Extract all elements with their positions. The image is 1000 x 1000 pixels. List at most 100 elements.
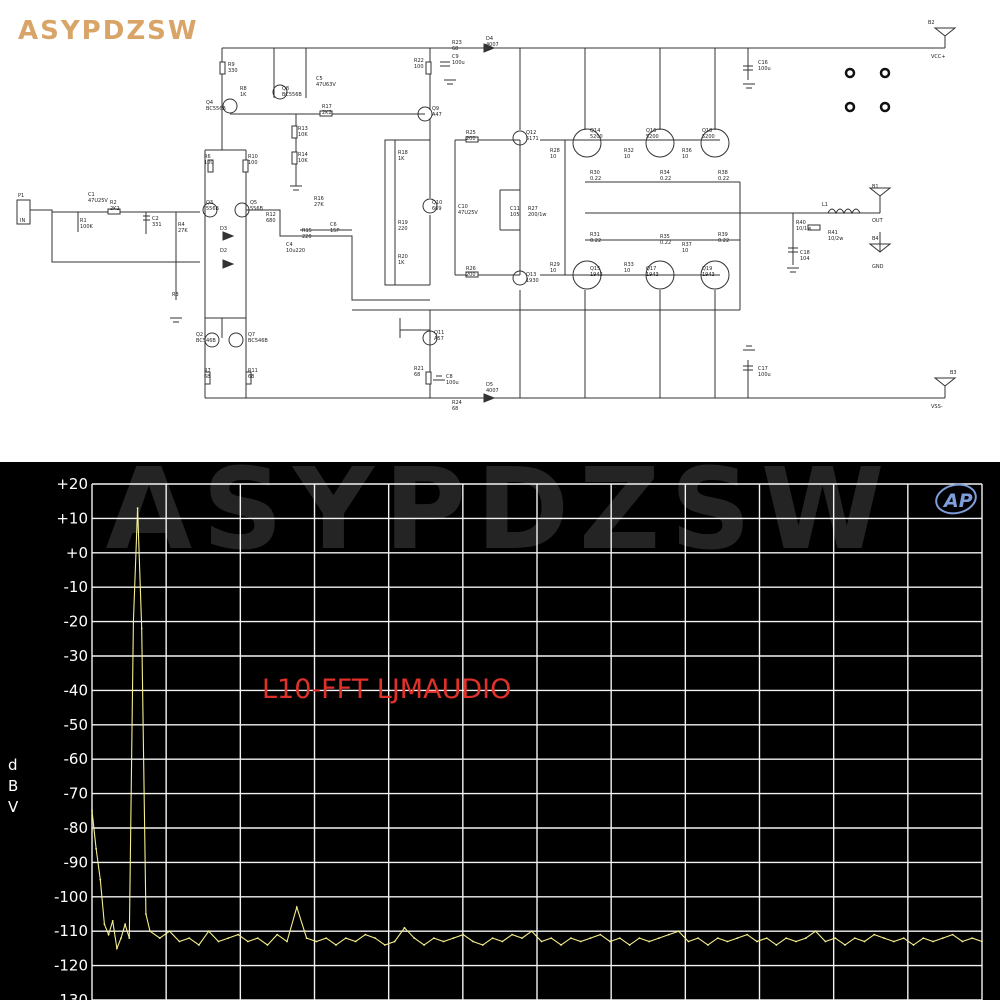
component-ref: R25 [466,130,476,136]
component-ref: R39 [718,232,728,238]
component-value: BC556B [282,92,302,98]
component-ref: C9 [452,54,459,60]
fft-point [116,947,118,950]
component-value: 10 [624,154,630,160]
fft-point [384,944,386,946]
component-ref: C11 [510,206,520,212]
component-value: 68 [452,406,458,412]
fft-point [198,944,200,946]
component-value: 4007 [486,42,499,48]
gnd-label: GND [872,264,884,270]
component-ref: R33 [624,262,634,268]
component-value: 10 [550,268,556,274]
vcc-label: VCC+ [931,54,946,60]
component-ref: C1 [88,192,95,198]
component-ref: C5 [316,76,323,82]
component-value: 47U25V [458,210,478,216]
component-ref: Q5 [250,200,257,206]
component-value: 68 [204,374,210,380]
component-ref: R28 [550,148,560,154]
fft-point [981,940,983,943]
y-tick-label: -100 [54,888,88,906]
component-value: 27K [314,202,324,208]
fft-point [305,937,308,939]
component-value: BC556B [206,106,226,112]
fft-point [344,937,347,939]
fft-y-ticks: +20+10+0-10-20-30-40-50-60-70-80-90-100-… [54,475,88,1000]
component-value: 2K2 [322,110,332,116]
component-value: 0.22 [718,176,729,182]
fft-point [472,940,474,943]
component-ref: Q13 [526,272,536,278]
y-tick-label: -50 [64,716,89,734]
fft-point [922,937,925,939]
component-value: 5200 [590,134,603,140]
fft-point [785,937,788,939]
ap-logo-text: AP [942,490,973,512]
component-ref: Q8 [282,86,289,92]
component-value: BC546B [248,338,268,344]
y-tick-label: -110 [54,922,88,940]
component-value: 669 [432,206,442,212]
fft-point [824,940,827,943]
component-value: 100 [248,160,258,166]
fft-point [707,944,709,946]
fft-point [266,944,269,946]
component-ref: C4 [286,242,293,248]
component-ref: R20 [398,254,408,260]
component-value: 1943 [702,272,715,278]
y-axis-label-char: V [8,798,19,816]
fft-point [941,937,944,939]
component-value: 100K [80,224,94,230]
component-ref: R14 [298,152,308,158]
component-ref: C2 [152,216,159,222]
component-ref: R12 [266,212,276,218]
fft-point [403,926,406,929]
component-value: 1943 [590,272,603,278]
fft-point [521,937,523,939]
fft-point [413,937,416,939]
fft-point [227,937,230,939]
component-value: 1K [240,92,247,98]
fft-point [103,923,106,926]
vss-label: VSS- [931,404,943,410]
component-ref: Q7 [248,332,255,338]
watermark: ASYPDZSW [106,462,895,575]
fft-point [149,930,151,933]
fft-point [873,933,876,936]
component-ref: R16 [314,196,324,202]
component-ref: Q14 [590,128,600,134]
component-ref: R2 [110,200,117,206]
fft-point [247,940,249,943]
component-ref: D3 [220,226,227,232]
component-ref: R41 [828,230,838,236]
component-value: 556B [206,206,220,212]
y-axis-label-char: B [8,777,18,795]
fft-point [99,878,102,881]
component-ref: Q4 [206,100,213,106]
fft-point [145,913,147,915]
component-value: 47U63V [316,82,336,88]
b1-label: B1 [872,184,879,190]
component-value: 0.22 [718,238,729,244]
component-value: 200 [466,136,476,142]
fft-point [844,944,846,946]
fft-point [178,940,181,943]
component-value: 220 [398,226,408,232]
component-value: 68 [452,46,458,52]
fft-point [530,930,533,933]
component-ref: R24 [452,400,462,406]
fft-point [618,937,621,939]
component-value: 100u [758,66,771,72]
y-tick-label: -90 [64,853,89,871]
component-value: 5200 [646,134,659,140]
fft-point [814,930,817,933]
component-value: 0.22 [660,240,671,246]
component-value: 1943 [646,272,659,278]
component-ref: R30 [590,170,600,176]
component-value: 330 [228,68,238,74]
fft-point [932,940,934,943]
component-value: 27K [178,228,188,234]
component-ref: R27 [528,206,538,212]
fft-point [853,937,856,939]
